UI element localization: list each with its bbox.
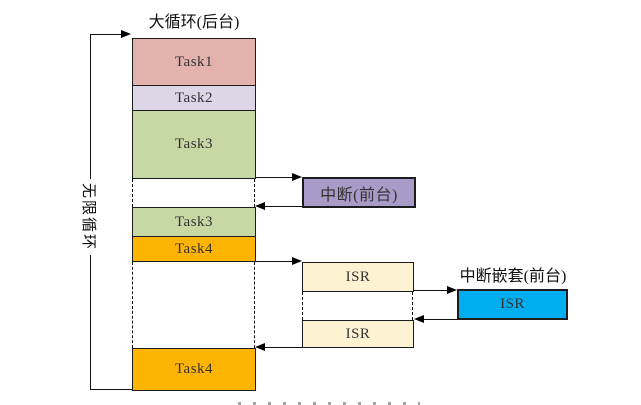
arrow-isr1-to-nested-head-icon [447, 286, 457, 294]
arrow-isr2-return-line [264, 347, 302, 348]
nested-interrupt-title: 中断嵌套(前台) [459, 268, 567, 285]
arrow-interrupt-return-head-icon [255, 202, 265, 210]
arrow-isr1-to-nested-line [413, 290, 449, 291]
task-box-task4: Task4 [132, 236, 256, 262]
interrupt-foreground-box: 中断(前台) [302, 177, 416, 208]
background-loop-title: 大循环(后台) [148, 14, 240, 31]
column-gap2-left-dashed-edge [132, 262, 133, 348]
isr-gap-right-dashed-edge [412, 292, 413, 320]
column-gap1-left-dashed-edge [132, 179, 133, 207]
isr2-box: ISR [302, 320, 414, 348]
task-box-task3: Task3 [132, 110, 256, 179]
task-box-task2: Task2 [132, 85, 256, 111]
isr1-box: ISR [302, 262, 414, 292]
arrow-interrupt-return-line [264, 206, 302, 207]
task-box-task3-resumed: Task3 [132, 207, 256, 237]
arrow-nested-return-head-icon [414, 315, 424, 323]
arrow-task4-to-isr1-head-icon [292, 257, 302, 265]
loop-bracket-top-line [90, 34, 123, 35]
arrow-nested-return-line [424, 319, 458, 320]
arrow-isr2-return-head-icon [255, 343, 265, 351]
infinite-loop-label: 无限循环 [81, 179, 99, 255]
column-gap1-right-dashed-edge [254, 179, 255, 207]
task-box-task1: Task1 [132, 38, 256, 86]
task-box-task4-resumed: Task4 [132, 348, 256, 391]
nested-isr-box: ISR [457, 289, 568, 320]
clipped-caption-marks [238, 402, 420, 405]
arrow-task3-to-interrupt-head-icon [292, 173, 302, 181]
loop-top-arrowhead-icon [121, 30, 131, 38]
loop-bracket-bottom-line [90, 389, 133, 390]
isr-gap-left-dashed-edge [302, 292, 303, 320]
column-gap2-right-dashed-edge [254, 262, 255, 348]
arrow-task3-to-interrupt-line [256, 177, 294, 178]
arrow-task4-to-isr1-line [256, 261, 294, 262]
